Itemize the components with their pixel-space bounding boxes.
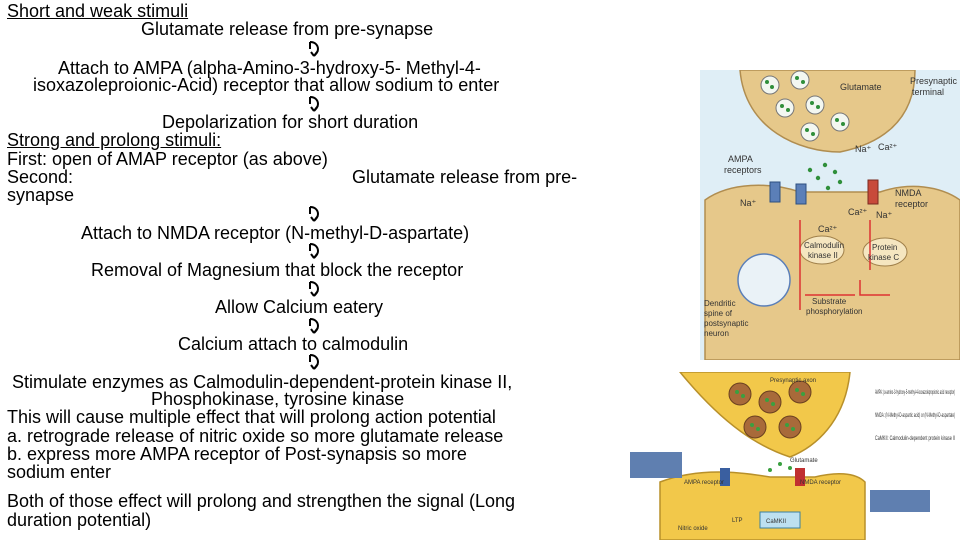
short-stimuli-heading: Short and weak stimuli	[7, 1, 189, 21]
figure-top-ca1: Ca²⁺	[878, 142, 898, 152]
down-arrow-icon	[306, 317, 322, 335]
synapse-diagram-top: Glutamate Presynaptic terminal AMPA rece…	[700, 70, 960, 360]
synapse-diagram-bottom: Presynaptic axon Glutamate AMPA receptor…	[620, 372, 960, 540]
figure-top-receptors: receptors	[724, 165, 762, 175]
effect-line: This will cause multiple effect that wil…	[7, 407, 496, 427]
figure-top-protein: Protein	[872, 243, 897, 252]
down-arrow-icon	[306, 205, 322, 223]
figure-top-presynaptic: Presynaptic	[910, 76, 958, 86]
synapse-line: synapse	[7, 185, 75, 205]
second-text: Glutamate release from pre-	[352, 167, 578, 187]
figure-top-nmda: NMDA	[895, 188, 922, 198]
calmodulin-line: Calcium attach to calmodulin	[178, 334, 409, 354]
figure-top-terminal: terminal	[912, 87, 944, 97]
calcium-eatery-line: Allow Calcium eatery	[215, 297, 384, 317]
express-line-2: sodium enter	[7, 462, 112, 482]
figure-top-dendritic-1: Dendritic	[704, 299, 736, 308]
figure-top-ampa: AMPA	[728, 154, 753, 164]
down-arrow-icon	[306, 353, 322, 371]
figure-bottom-nmda-receptor: NMDA receptor	[800, 480, 841, 486]
figure-bottom-legend-nmda: NMDA: (N-Methyl-D-aspartic acid) or (N-M…	[875, 413, 955, 419]
ampa-line-2: isoxazoleproionic-Acid) receptor that al…	[33, 75, 500, 95]
both-effects-line-1: Both of those effect will prolong and st…	[7, 491, 516, 511]
figure-top-substrate-2: phosphorylation	[806, 307, 862, 316]
enzymes-line-1: Stimulate enzymes as Calmodulin-dependen…	[12, 372, 513, 392]
figure-top-dendritic-4: neuron	[704, 329, 729, 338]
figure-bottom-camkii: CaMKII	[766, 519, 786, 525]
figure-bottom-ltp: LTP	[732, 518, 743, 524]
figure-top-glutamate: Glutamate	[840, 82, 882, 92]
strong-stimuli-heading: Strong and prolong stimuli:	[7, 130, 222, 150]
figure-bottom-ampa-receptor: AMPA receptor	[684, 480, 724, 486]
glutamate-release-line: Glutamate release from pre-synapse	[141, 19, 434, 39]
down-arrow-icon	[306, 40, 322, 58]
figure-bottom-presynaptic-axon: Presynaptic axon	[770, 378, 816, 384]
express-line-1: b. express more AMPA receptor of Post-sy…	[7, 444, 467, 464]
figure-top-ca2: Ca²⁺	[848, 207, 868, 217]
figure-top-ca3: Ca²⁺	[818, 224, 838, 234]
magnesium-line: Removal of Magnesium that block the rece…	[91, 260, 464, 280]
figure-top-na1: Na⁺	[855, 144, 872, 154]
figure-top-calmodulin: Calmodulin	[804, 241, 844, 250]
figure-top-dendritic-2: spine of	[704, 309, 733, 318]
down-arrow-icon	[306, 242, 322, 260]
figure-top-receptor: receptor	[895, 199, 928, 209]
figure-top-na2: Na⁺	[740, 198, 757, 208]
figure-bottom-nitric-oxide: Nitric oxide	[678, 526, 708, 532]
figure-top-kinasec: kinase C	[868, 253, 899, 262]
down-arrow-icon	[306, 95, 322, 113]
down-arrow-icon	[306, 280, 322, 298]
figure-bottom-legend-ampa: AMPA: (α-amino-3-hydroxy-5-methyl-4-isox…	[875, 390, 955, 396]
second-label: Second:	[7, 167, 74, 187]
retrograde-line: a. retrograde release of nitric oxide so…	[7, 426, 504, 446]
figure-top-kinase2: kinase II	[808, 251, 838, 260]
figure-top-na3: Na⁺	[876, 210, 893, 220]
figure-bottom-glutamate: Glutamate	[790, 458, 818, 464]
figure-bottom-legend-camkii: CaMKII: Calmodulin-dependent protein kin…	[875, 436, 955, 442]
figure-top-substrate-1: Substrate	[812, 297, 847, 306]
enzymes-line-2: Phosphokinase, tyrosine kinase	[151, 389, 405, 409]
depolarization-line: Depolarization for short duration	[162, 112, 419, 132]
figure-top-dendritic-3: postsynaptic	[704, 319, 748, 328]
both-effects-line-2: duration potential)	[7, 510, 152, 530]
nmda-line: Attach to NMDA receptor (N-methyl-D-aspa…	[81, 223, 470, 243]
first-line: First: open of AMAP receptor (as above)	[7, 149, 328, 169]
ampa-line-1: Attach to AMPA (alpha-Amino-3-hydroxy-5-…	[58, 58, 481, 78]
